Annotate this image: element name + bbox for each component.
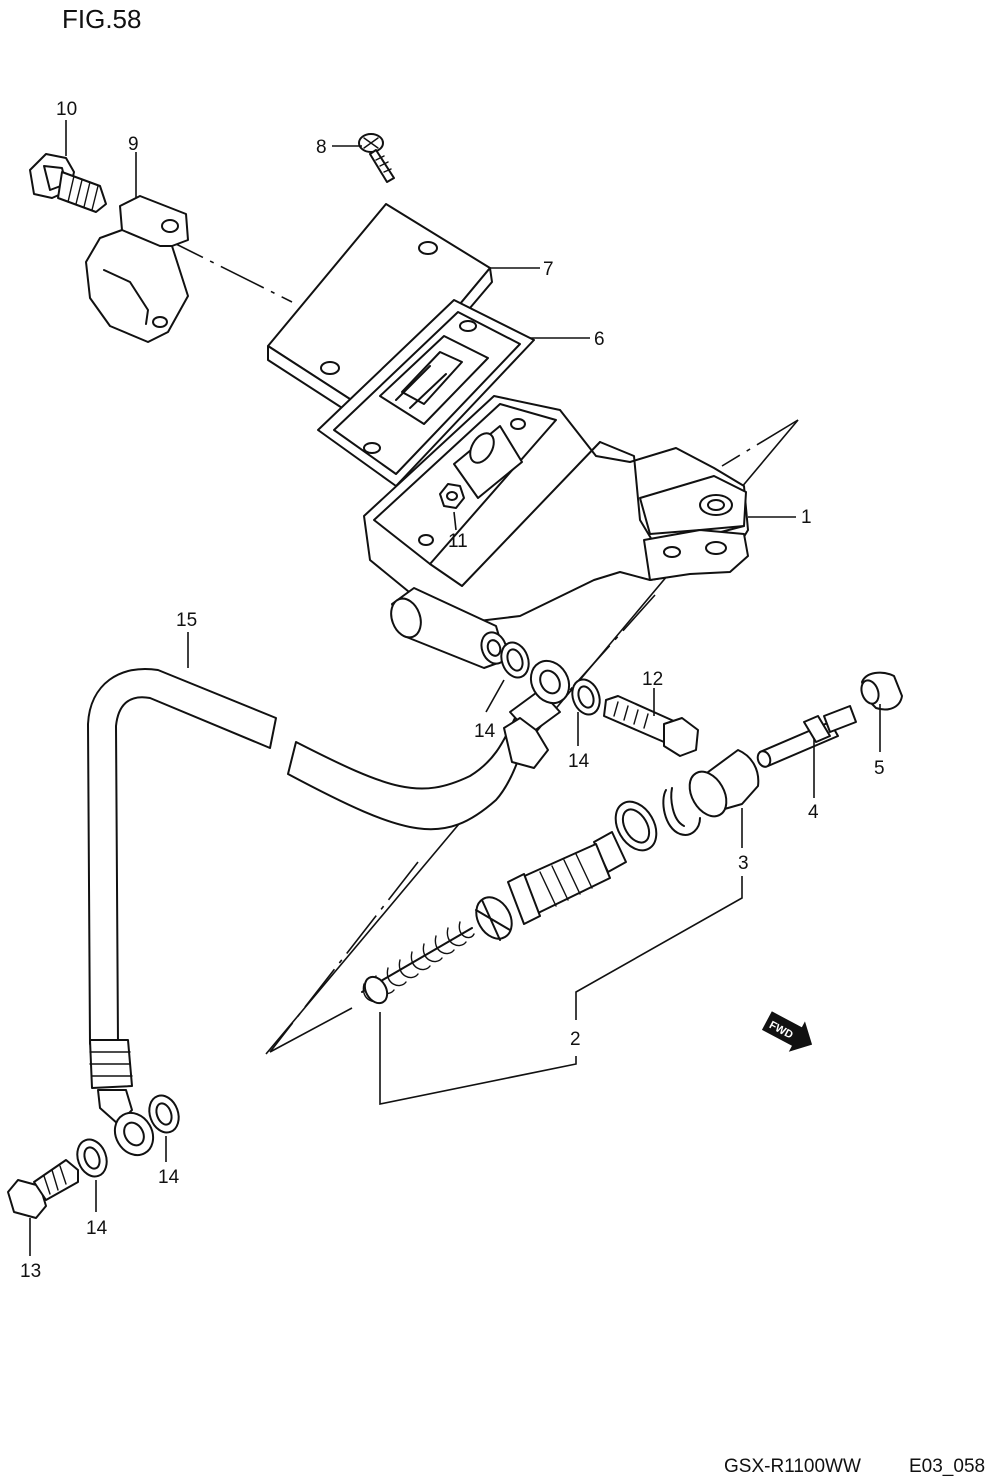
callout-15: 15 xyxy=(176,610,197,631)
part-10-bolt xyxy=(29,153,107,213)
callout-3: 3 xyxy=(738,853,749,874)
part-15-hose xyxy=(87,659,571,1157)
footer-model: GSX-R1100WW xyxy=(724,1456,861,1477)
callout-10: 10 xyxy=(56,99,77,120)
callout-2: 2 xyxy=(570,1029,581,1050)
callout-11: 11 xyxy=(448,531,468,552)
leader-lines xyxy=(29,120,881,1256)
callout-13: 13 xyxy=(20,1261,41,1282)
callout-5: 5 xyxy=(874,758,885,779)
callout-labels: 1 2 3 4 5 6 7 8 9 10 11 12 13 14 14 14 1… xyxy=(20,99,885,1282)
part-4-push-rod xyxy=(756,705,857,768)
footer-code: E03_058 xyxy=(909,1456,985,1477)
callout-6: 6 xyxy=(594,329,605,350)
callout-14-b: 14 xyxy=(568,751,590,772)
part-2-piston-spring xyxy=(361,831,627,1005)
callout-14-c: 14 xyxy=(86,1218,108,1239)
callout-4: 4 xyxy=(808,802,819,823)
part-1-master-cylinder xyxy=(363,395,749,669)
part-3-piston-set xyxy=(614,749,760,852)
part-13-banjo-bolt xyxy=(7,1159,79,1219)
part-8-screw xyxy=(358,133,395,183)
part-11-nut xyxy=(439,483,465,509)
part-14-washers xyxy=(76,641,601,1178)
fwd-arrow-icon: FWD xyxy=(761,1011,813,1052)
callout-1: 1 xyxy=(801,507,812,528)
callout-12: 12 xyxy=(642,669,663,690)
part-12-banjo-bolt xyxy=(603,695,699,757)
callout-7: 7 xyxy=(543,259,554,280)
figure-title: FIG.58 xyxy=(62,4,141,34)
part-6-diaphragm xyxy=(317,299,535,487)
callout-9: 9 xyxy=(128,134,139,155)
callout-8: 8 xyxy=(316,137,327,158)
part-5-boot xyxy=(860,671,903,711)
callout-14-a: 14 xyxy=(474,721,496,742)
callout-14-d: 14 xyxy=(158,1167,180,1188)
part-9-clamp xyxy=(85,195,189,343)
